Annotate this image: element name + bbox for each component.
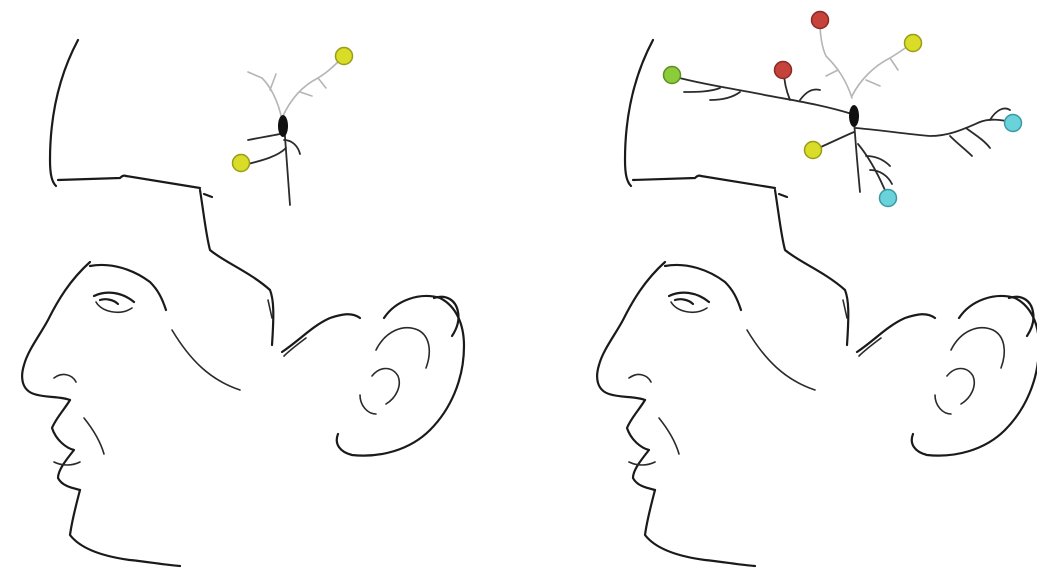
marker-yellow-top-right (905, 35, 922, 52)
marker-cyan-bottom (880, 190, 897, 207)
marker-yellow-bottom (233, 155, 250, 172)
right-ganglion (849, 105, 859, 127)
marker-red-top (812, 12, 829, 29)
left-ganglion (278, 115, 288, 137)
right-head-outline (597, 40, 1037, 566)
left-head-outline (22, 40, 464, 566)
marker-yellow-left (805, 142, 822, 159)
marker-green (664, 67, 681, 84)
right-markers (664, 12, 1022, 207)
left-nerve-branches (248, 56, 344, 205)
marker-cyan-right (1005, 115, 1022, 132)
marker-yellow-top (336, 48, 353, 65)
right-nerve-branches (672, 24, 1012, 198)
marker-red-middle (775, 62, 792, 79)
